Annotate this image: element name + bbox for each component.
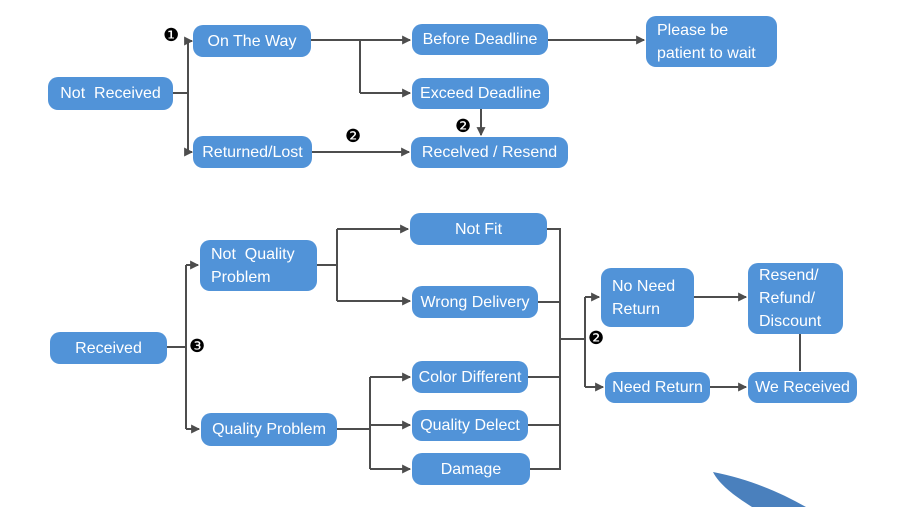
node-quality-delect: Quality Delect	[412, 410, 528, 441]
node-wrong-delivery: Wrong Delivery	[412, 286, 538, 318]
node-color-different: Color Different	[412, 361, 528, 393]
node-not-quality-problem: Not Quality Problem	[200, 240, 317, 291]
node-before-deadline: Before Deadline	[412, 24, 548, 55]
marker-3-received-branch: ❸	[189, 336, 206, 357]
node-returned-lost: Returned/Lost	[193, 136, 312, 168]
node-please-wait: Please be patient to wait	[646, 16, 777, 67]
node-received-resend: Recelved / Resend	[411, 137, 568, 168]
marker-1-not-received-branch: ❶	[163, 25, 180, 46]
node-exceed-deadline: Exceed Deadline	[412, 78, 549, 109]
node-no-need-return: No Need Return	[601, 268, 694, 327]
node-received: Received	[50, 332, 167, 364]
node-not-fit: Not Fit	[410, 213, 547, 245]
marker-2-exceed-deadline-edge: ❷	[455, 116, 472, 137]
marker-2-returned-lost-edge: ❷	[345, 126, 362, 147]
node-quality-problem: Quality Problem	[201, 413, 337, 446]
node-we-received: We Received	[748, 372, 857, 403]
swoosh-shape	[713, 472, 806, 507]
node-not-received: Not Received	[48, 77, 173, 110]
node-resend-refund-discount: Resend/ Refund/ Discount	[748, 263, 843, 334]
node-damage: Damage	[412, 453, 530, 485]
marker-2-return-branch: ❷	[588, 328, 605, 349]
node-on-the-way: On The Way	[193, 25, 311, 57]
node-need-return: Need Return	[605, 372, 710, 403]
